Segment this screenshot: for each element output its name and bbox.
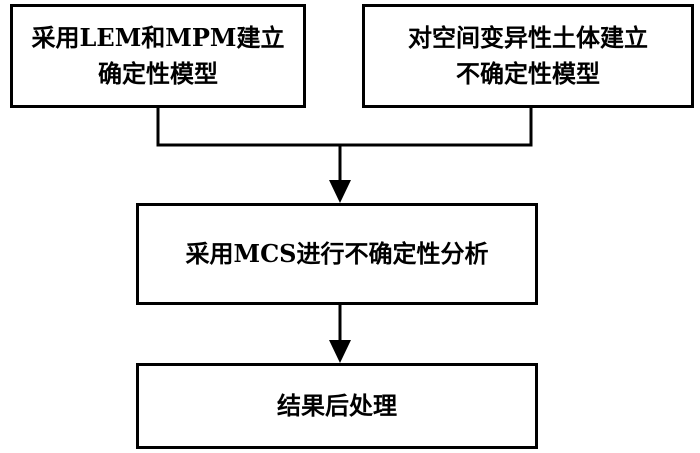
merge-connector: [156, 108, 533, 147]
node-deterministic-model: 采用LEM和MPM建立 确定性模型: [10, 4, 306, 108]
arrowhead-to-mcs: [329, 180, 351, 203]
node-deterministic-model-line-1: 采用LEM和MPM建立: [31, 23, 285, 52]
node-uncertainty-model: 对空间变异性土体建立 不确定性模型: [362, 4, 694, 108]
node-post-processing: 结果后处理: [136, 363, 538, 449]
arrowhead-to-post: [329, 340, 351, 363]
node-uncertainty-model-line-1: 对空间变异性土体建立: [408, 23, 648, 52]
node-mcs-analysis-label: 采用MCS进行不确定性分析: [185, 239, 489, 268]
node-post-processing-label: 结果后处理: [277, 391, 397, 420]
node-uncertainty-model-line-2: 不确定性模型: [456, 59, 600, 88]
node-deterministic-model-line-2: 确定性模型: [97, 59, 218, 88]
node-mcs-analysis: 采用MCS进行不确定性分析: [136, 203, 538, 305]
